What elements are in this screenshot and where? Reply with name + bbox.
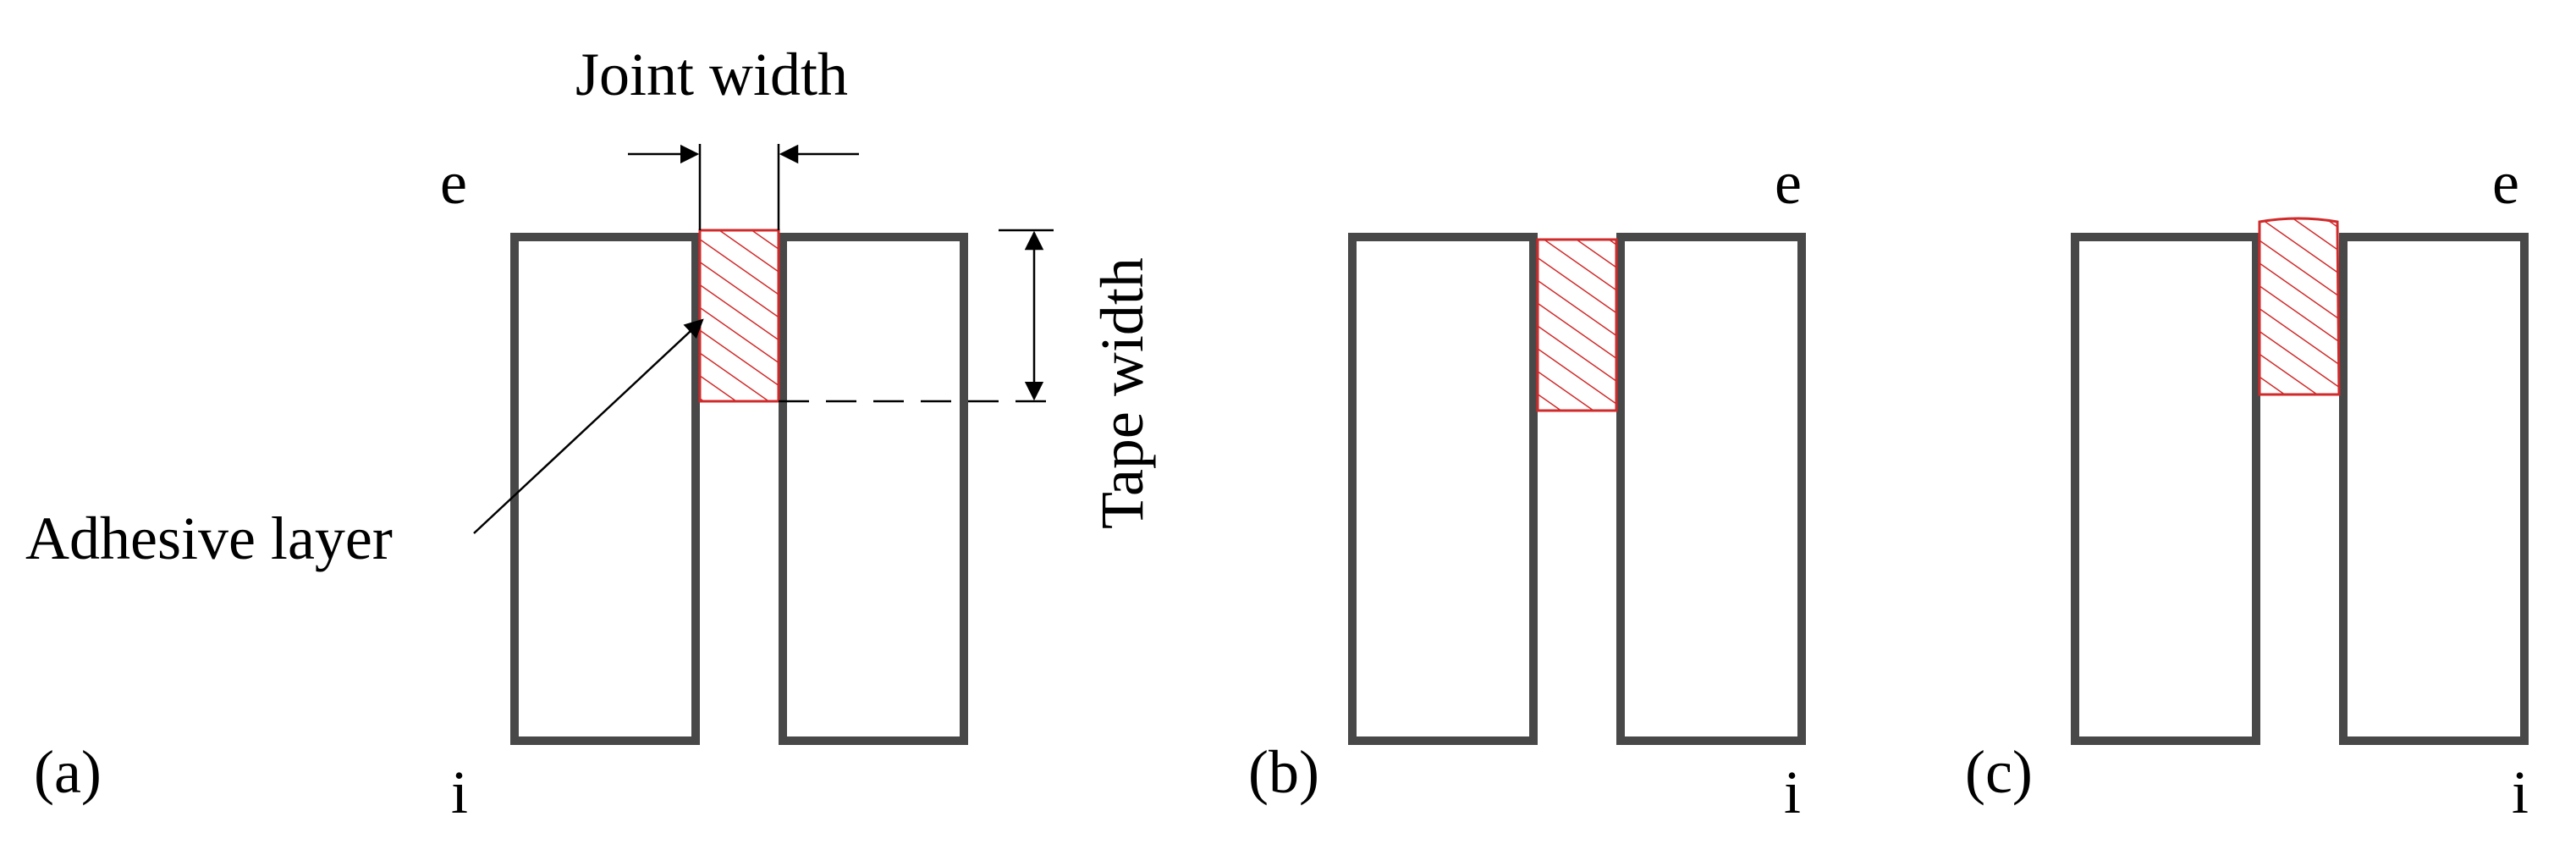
interior-label: i [1784,758,1801,826]
right-profile [1616,233,1806,745]
interior-label: i [451,758,468,826]
panel-tag: (c) [1965,738,2033,806]
joint-width-label: Joint width [575,41,848,108]
left-profile [510,233,700,745]
panel-c: (c) e i [1965,149,2529,826]
panel-tag: (b) [1248,738,1319,806]
tape-width-label: Tape width [1088,257,1156,529]
adhesive-tape [698,229,780,403]
interior-label: i [2512,758,2529,826]
panel-tag: (a) [34,738,102,806]
adhesive-layer-leader [473,318,704,534]
right-profile [2339,233,2529,745]
panel-a: Joint width Tape width Adhesive layer (a… [25,41,1156,826]
exterior-label: e [440,149,467,217]
exterior-label: e [2492,149,2519,217]
left-profile [2071,233,2260,745]
exterior-label: e [1775,149,1802,217]
adhesive-tape [2258,217,2341,396]
right-profile [779,233,968,745]
left-profile [1348,233,1538,745]
adhesive-layer-label: Adhesive layer [25,505,393,572]
adhesive-tape [1536,238,1618,412]
panel-b: (b) e i [1248,149,1806,826]
